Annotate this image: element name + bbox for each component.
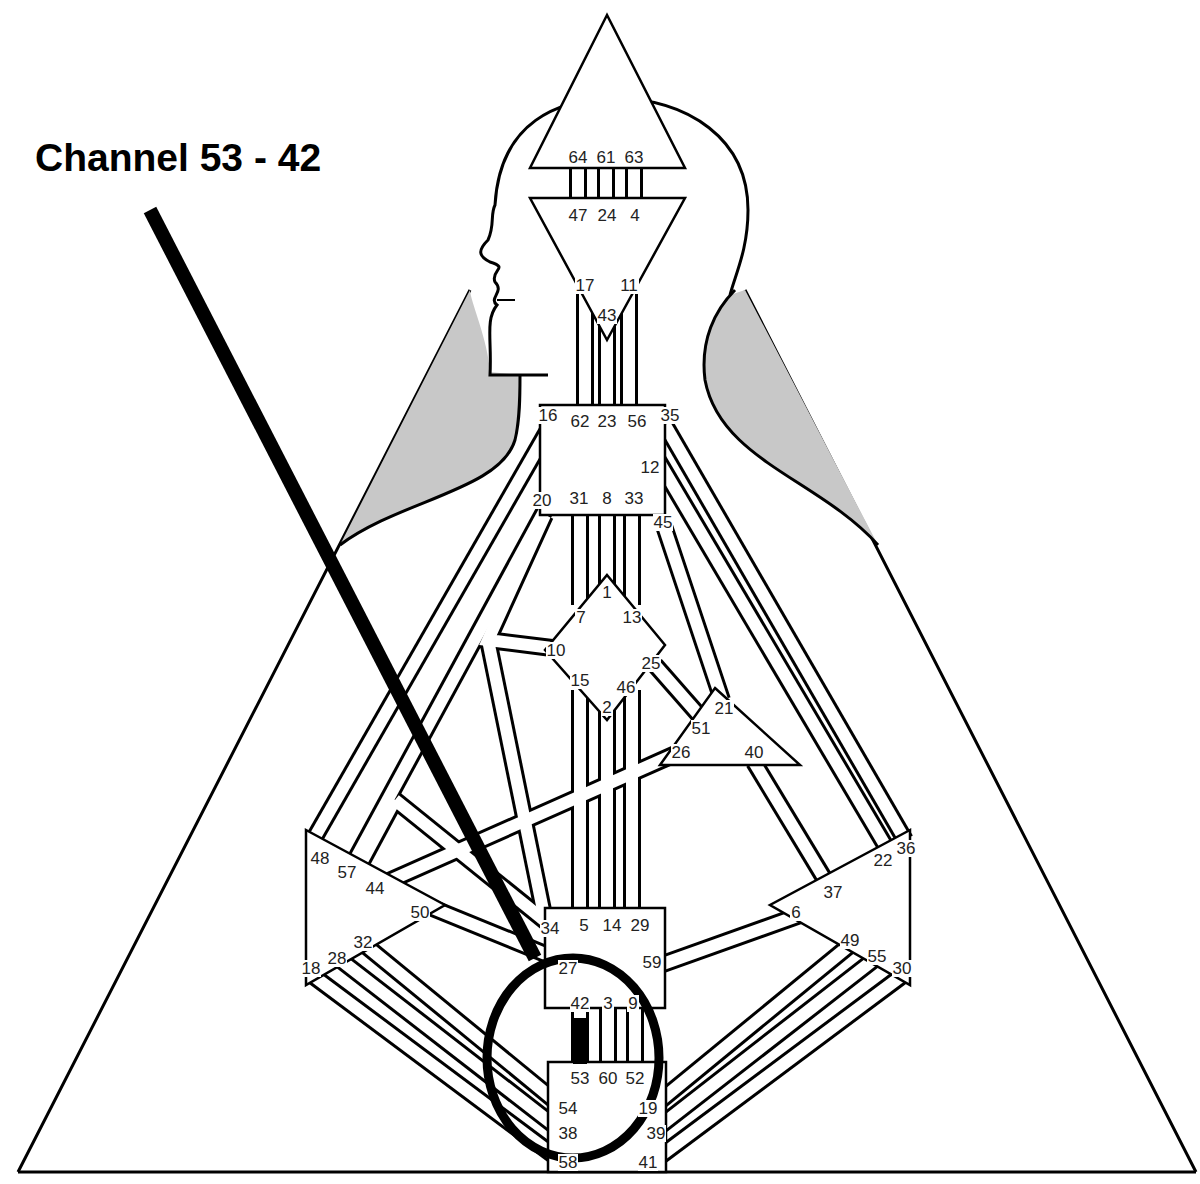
gate-number: 56 xyxy=(627,413,648,430)
gate-number: 55 xyxy=(867,948,888,965)
gate-number: 1 xyxy=(601,584,612,601)
gate-number: 12 xyxy=(640,459,661,476)
gate-number: 45 xyxy=(653,514,674,531)
gate-number: 63 xyxy=(624,149,645,166)
gate-number: 4 xyxy=(629,207,640,224)
gate-number: 40 xyxy=(744,744,765,761)
gate-number: 7 xyxy=(575,609,586,626)
gate-number: 6 xyxy=(790,904,801,921)
gate-number: 52 xyxy=(625,1070,646,1087)
gate-number: 28 xyxy=(327,950,348,967)
gate-number: 47 xyxy=(568,207,589,224)
gate-number: 24 xyxy=(597,207,618,224)
gate-number: 14 xyxy=(602,917,623,934)
gate-number: 29 xyxy=(630,917,651,934)
gate-number: 21 xyxy=(714,700,735,717)
gate-number: 25 xyxy=(641,655,662,672)
gate-number: 64 xyxy=(568,149,589,166)
gate-number: 15 xyxy=(570,672,591,689)
gate-number: 48 xyxy=(310,850,331,867)
gate-number: 51 xyxy=(691,720,712,737)
gate-number: 54 xyxy=(558,1100,579,1117)
gate-number: 34 xyxy=(540,920,561,937)
gate-number: 20 xyxy=(532,492,553,509)
gate-number: 5 xyxy=(578,917,589,934)
gate-number: 50 xyxy=(410,904,431,921)
gate-number: 2 xyxy=(601,699,612,716)
gate-number: 9 xyxy=(627,995,638,1012)
gate-number: 44 xyxy=(365,880,386,897)
gate-number: 53 xyxy=(570,1070,591,1087)
gate-number: 23 xyxy=(597,413,618,430)
gate-number: 26 xyxy=(671,744,692,761)
gate-number: 41 xyxy=(638,1154,659,1171)
gate-number: 46 xyxy=(616,679,637,696)
gate-number: 43 xyxy=(597,307,618,324)
gate-number: 59 xyxy=(642,954,663,971)
gate-number: 62 xyxy=(570,413,591,430)
channel-title: Channel 53 - 42 xyxy=(35,136,321,180)
gate-number: 33 xyxy=(624,490,645,507)
gate-number: 57 xyxy=(337,864,358,881)
gate-number: 49 xyxy=(840,932,861,949)
gate-number: 22 xyxy=(873,852,894,869)
gate-number: 36 xyxy=(896,840,917,857)
gate-number: 11 xyxy=(619,277,639,294)
gate-number: 61 xyxy=(596,149,617,166)
gate-number: 35 xyxy=(660,407,681,424)
gate-number: 13 xyxy=(622,609,643,626)
gate-number: 31 xyxy=(569,490,590,507)
gate-number: 60 xyxy=(598,1070,619,1087)
gate-number: 27 xyxy=(558,960,579,977)
gate-number: 10 xyxy=(546,642,567,659)
gate-number: 42 xyxy=(570,995,591,1012)
gate-number: 58 xyxy=(558,1154,579,1171)
gate-number: 19 xyxy=(638,1100,659,1117)
gate-number: 3 xyxy=(602,995,613,1012)
gate-number: 37 xyxy=(823,884,844,901)
gate-number: 18 xyxy=(301,960,322,977)
gate-number: 16 xyxy=(538,407,559,424)
gate-number: 17 xyxy=(575,277,596,294)
gate-number: 32 xyxy=(353,934,374,951)
gate-number: 38 xyxy=(558,1125,579,1142)
gate-number: 39 xyxy=(646,1125,667,1142)
gate-number: 30 xyxy=(892,960,913,977)
gate-number: 8 xyxy=(601,490,612,507)
